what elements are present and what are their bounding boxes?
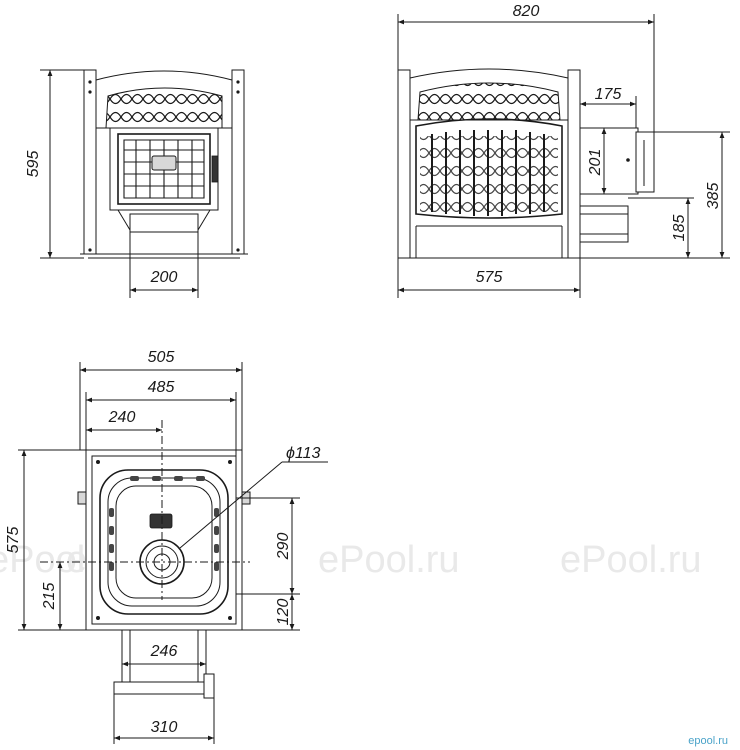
ash-box xyxy=(579,205,629,243)
side-right-post xyxy=(567,69,581,259)
firebox-outline xyxy=(99,469,229,615)
top-view: 505 485 240 ϕ113 575 215 290 120 246 xyxy=(5,349,328,744)
left-post xyxy=(83,69,97,255)
dim-firebox-175: 175 xyxy=(595,86,622,103)
stone-mesh xyxy=(105,87,223,129)
top-handle-plate xyxy=(149,513,173,529)
tunnel-top xyxy=(121,629,207,683)
heater-body xyxy=(415,118,563,219)
dim-top-385: 385 xyxy=(705,183,722,210)
dim-width-505: 505 xyxy=(148,349,175,366)
dim-bottom-185: 185 xyxy=(671,215,688,242)
dim-tunnel-246: 246 xyxy=(150,643,178,660)
dim-firebox-290: 290 xyxy=(275,533,292,561)
dim-frame-310: 310 xyxy=(151,719,178,736)
dim-width-485: 485 xyxy=(148,379,175,396)
dim-base-200: 200 xyxy=(150,269,178,286)
dim-body-575: 575 xyxy=(476,269,503,286)
front-view: 595 200 xyxy=(25,69,248,298)
watermark-text: ePool.ru xyxy=(318,539,460,581)
dim-chimney-113: ϕ113 xyxy=(286,445,321,462)
door-latch xyxy=(211,155,219,183)
dim-rear-120: 120 xyxy=(275,599,292,626)
bolt-row xyxy=(109,476,219,571)
brand-logo: epool.ru xyxy=(688,735,728,747)
dim-door-201: 201 xyxy=(587,149,604,177)
dim-center-240: 240 xyxy=(108,409,136,426)
side-view: 820 575 175 201 385 185 xyxy=(397,3,730,298)
tunnel-frame xyxy=(113,681,215,695)
dim-height-595: 595 xyxy=(25,151,42,178)
door-handle-plate xyxy=(151,155,177,171)
side-left-post xyxy=(397,69,411,259)
right-post xyxy=(231,69,245,255)
fire-door xyxy=(117,133,211,205)
dim-chimney-215: 215 xyxy=(41,583,58,611)
dim-depth-575: 575 xyxy=(5,527,22,554)
tunnel-neck xyxy=(129,213,199,255)
dim-overall-820: 820 xyxy=(513,3,540,20)
side-door xyxy=(635,131,655,193)
watermark-text: ePool.ru xyxy=(560,539,702,581)
